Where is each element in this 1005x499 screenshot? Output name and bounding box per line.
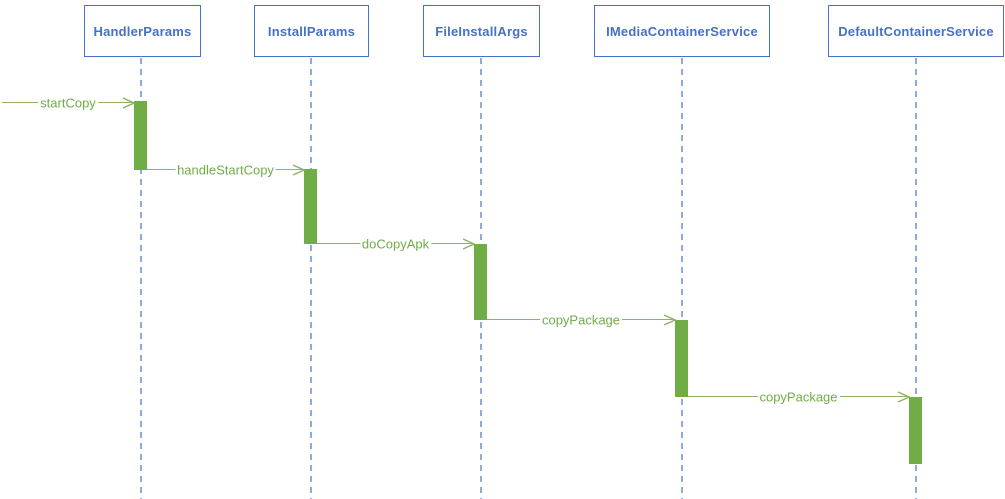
message-startcopy: startCopy: [2, 95, 135, 111]
message-label: doCopyApk: [359, 236, 432, 252]
lifeline-head-handlerparams: HandlerParams: [84, 5, 201, 57]
lifeline-label: IMediaContainerService: [606, 23, 758, 39]
lifeline-head-fileinstallargs: FileInstallArgs: [423, 5, 540, 57]
message-label: handleStartCopy: [175, 162, 276, 178]
message-handlestartcopy: handleStartCopy: [147, 162, 305, 178]
message-label: startCopy: [38, 95, 98, 111]
activation-bar-installparams: [304, 169, 317, 244]
arrowhead-icon: [292, 163, 305, 176]
lifeline-head-defaultcontainerservice: DefaultContainerService: [828, 5, 1004, 57]
message-docopyapk: doCopyApk: [317, 236, 475, 252]
message-copypackage-1: copyPackage: [487, 312, 676, 328]
arrowhead-icon: [122, 96, 135, 109]
message-copypackage-2: copyPackage: [688, 389, 910, 405]
lifeline-label: FileInstallArgs: [435, 23, 528, 39]
arrowhead-icon: [897, 390, 910, 403]
lifeline-label: HandlerParams: [93, 23, 192, 39]
lifeline-installparams: [310, 58, 312, 499]
lifeline-head-imediacontainerservice: IMediaContainerService: [594, 5, 770, 57]
message-label: copyPackage: [757, 389, 840, 405]
lifeline-handlerparams: [140, 58, 142, 499]
activation-bar-handlerparams: [134, 101, 147, 170]
lifeline-defaultcontainerservice: [915, 58, 917, 499]
lifeline-label: DefaultContainerService: [838, 23, 994, 39]
lifeline-imediacontainerservice: [681, 58, 683, 499]
activation-bar-defaultcontainerservice: [909, 397, 922, 464]
lifeline-label: InstallParams: [267, 23, 356, 39]
lifeline-head-installparams: InstallParams: [254, 5, 369, 57]
message-label: copyPackage: [539, 312, 623, 328]
activation-bar-fileinstallargs: [474, 244, 487, 320]
activation-bar-imediacontainerservice: [675, 320, 688, 397]
arrowhead-icon: [663, 313, 676, 326]
arrowhead-icon: [462, 237, 475, 250]
